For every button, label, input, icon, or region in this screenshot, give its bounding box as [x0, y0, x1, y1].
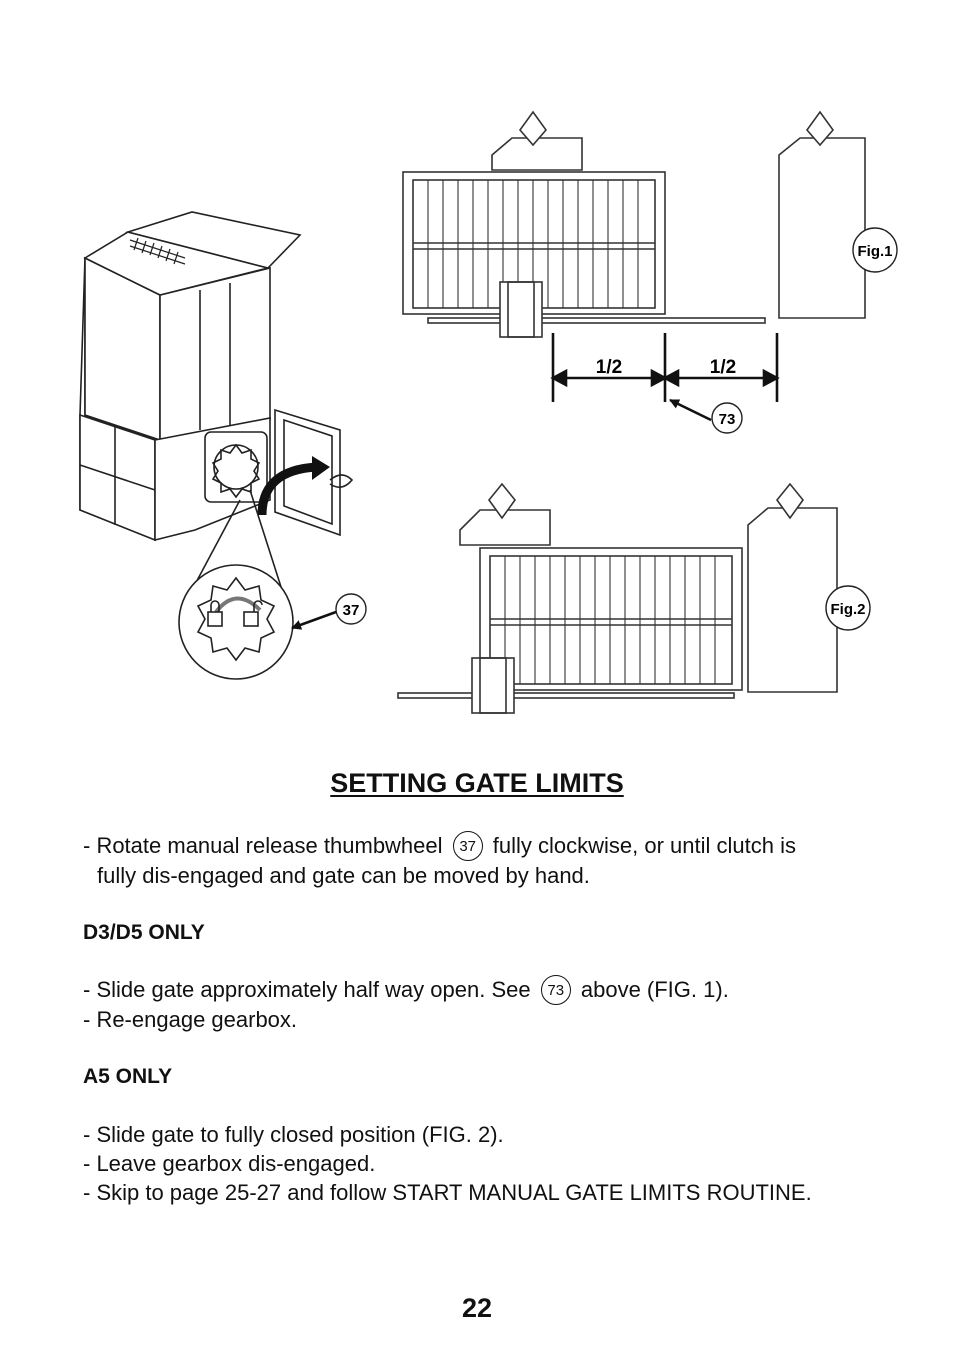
dimension-half-right: 1/2: [710, 357, 736, 378]
gate-motor-illustration: [79, 211, 354, 542]
intro-line2: fully dis-engaged and gate can be moved …: [97, 863, 590, 888]
fig1-label: Fig.1: [857, 243, 892, 260]
dimension-half-left: 1/2: [596, 357, 622, 378]
a5-step1: - Slide gate to fully closed position (F…: [83, 1122, 504, 1147]
gate-illustrations: 37 Fig.1: [79, 110, 898, 714]
intro-instructions: - Rotate manual release thumbwheel 37 fu…: [83, 831, 796, 890]
d3d5-instructions: - Slide gate approximately half way open…: [83, 975, 729, 1034]
d3d5-step1-post: above (FIG. 1).: [580, 977, 729, 1002]
section-heading: SETTING GATE LIMITS: [330, 768, 624, 798]
callout-73: 73: [719, 411, 736, 428]
page-number: 22: [461, 1293, 493, 1323]
callout-37: 37: [343, 602, 360, 619]
fig1-gate-half-open: [402, 110, 866, 338]
d3d5-step2: - Re-engage gearbox.: [83, 1007, 298, 1032]
a5-instructions: - Slide gate to fully closed position (F…: [83, 1120, 812, 1207]
half-way-dimension: [550, 333, 780, 402]
intro-line1-post: fully clockwise, or until clutch is: [492, 833, 796, 858]
d3d5-step1-pre: - Slide gate approximately half way open…: [83, 977, 531, 1002]
a5-step3: - Skip to page 25-27 and follow START MA…: [83, 1180, 812, 1205]
fig2-label: Fig.2: [830, 601, 865, 618]
d3d5-subheading: D3/D5 ONLY: [83, 921, 205, 944]
thumbwheel-detail: [178, 489, 294, 680]
intro-line1-pre: - Rotate manual release thumbwheel: [83, 833, 443, 858]
a5-subheading: A5 ONLY: [83, 1065, 173, 1088]
fig2-gate-closed: [397, 482, 838, 714]
a5-step2: - Leave gearbox dis-engaged.: [83, 1151, 376, 1176]
ref-37-badge: 37: [452, 831, 483, 861]
ref-73-badge: 73: [540, 975, 571, 1005]
